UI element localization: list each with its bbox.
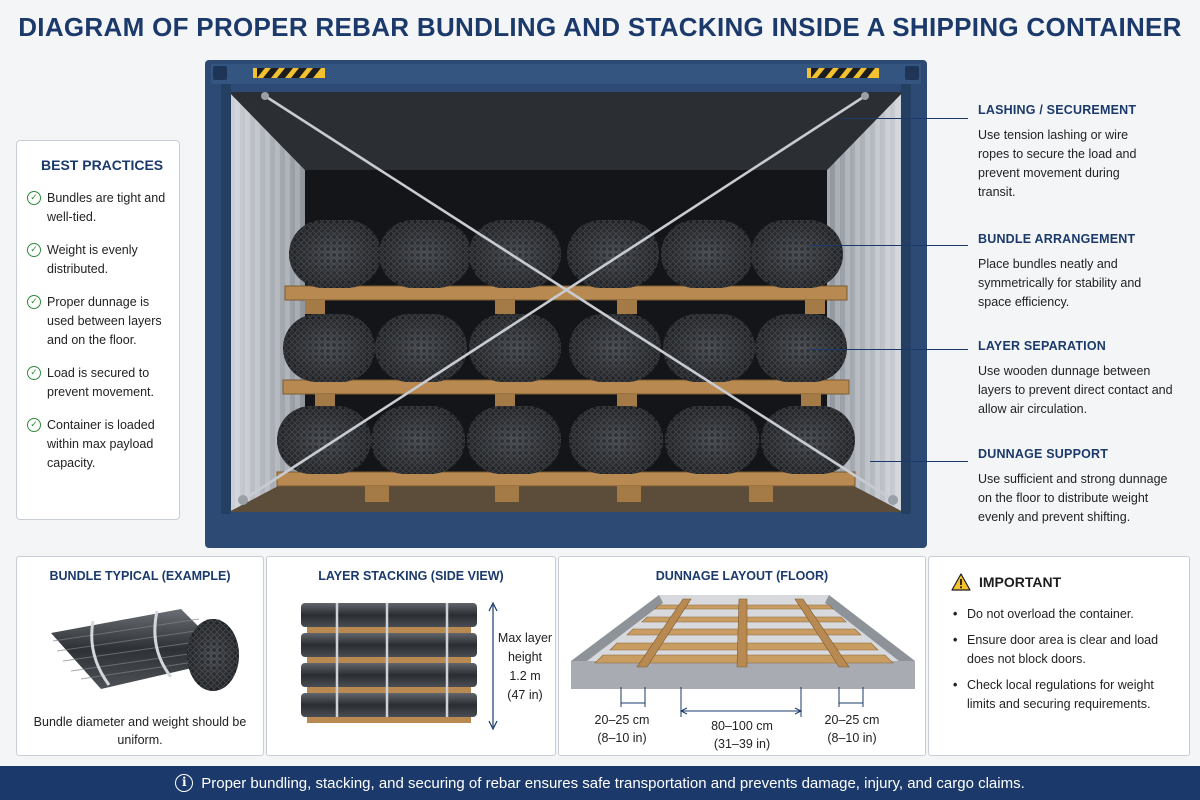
callout-bundle-arrangement: BUNDLE ARRANGEMENT Place bundles neatly … — [978, 232, 1142, 309]
best-practice-item: ✓Bundles are tight and well-tied. — [27, 189, 171, 227]
callout-layer-separation: LAYER SEPARATION Use wooden dunnage betw… — [978, 339, 1173, 416]
dimension-edge-left: 20–25 cm (8–10 in) — [594, 713, 650, 745]
panel-layer-stacking: LAYER STACKING (SIDE VIEW) Max layer hei… — [266, 556, 556, 756]
best-practice-item: ✓Proper dunnage is used between layers a… — [27, 293, 171, 350]
callout-dunnage-support: DUNNAGE SUPPORT Use sufficient and stron… — [978, 447, 1168, 524]
panel-bundle-typical: BUNDLE TYPICAL (EXAMPLE) Bundle diameter… — [16, 556, 264, 756]
container-illustration — [205, 60, 927, 548]
bundle-layer-middle — [282, 314, 850, 408]
best-practices-title: BEST PRACTICES — [41, 157, 164, 173]
dimension-edge-right: 20–25 cm (8–10 in) — [824, 713, 880, 745]
leader-line — [810, 245, 968, 246]
panel-important: IMPORTANT •Do not overload the container… — [928, 556, 1190, 756]
callout-lashing: LASHING / SECUREMENT Use tension lashing… — [978, 103, 1137, 199]
lashing-cables — [242, 94, 894, 502]
bundle-layer-bottom — [276, 406, 856, 502]
best-practices-panel: BEST PRACTICES ✓Bundles are tight and we… — [16, 140, 180, 520]
check-icon: ✓ — [27, 418, 41, 432]
check-icon: ✓ — [27, 191, 41, 205]
leader-line — [870, 461, 968, 462]
hazard-stripe — [253, 68, 325, 78]
footer-text: Proper bundling, stacking, and securing … — [201, 774, 1025, 792]
leader-line — [840, 118, 968, 119]
dimension-spacing: 80–100 cm (31–39 in) — [711, 719, 773, 751]
panel-dunnage-layout: DUNNAGE LAYOUT (FLOOR) 20– — [558, 556, 926, 756]
hazard-stripe — [807, 68, 879, 78]
best-practice-item: ✓Container is loaded within max payload … — [27, 416, 171, 473]
best-practice-item: ✓Load is secured to prevent movement. — [27, 364, 171, 402]
footer-banner: i Proper bundling, stacking, and securin… — [0, 766, 1200, 800]
check-icon: ✓ — [27, 295, 41, 309]
best-practice-item: ✓Weight is evenly distributed. — [27, 241, 171, 279]
bundle-layer-top — [284, 220, 848, 314]
important-item: •Check local regulations for weight limi… — [953, 678, 1154, 711]
important-title: IMPORTANT — [979, 574, 1062, 590]
height-dimension-arrow — [488, 601, 498, 731]
dunnage-floor-illustration — [571, 595, 915, 689]
check-icon: ✓ — [27, 366, 41, 380]
check-icon: ✓ — [27, 243, 41, 257]
important-item: •Do not overload the container. — [953, 607, 1134, 621]
layer-stacking-illustration — [301, 603, 477, 723]
important-item: •Ensure door area is clear and load does… — [953, 633, 1159, 666]
leader-line — [810, 349, 968, 350]
bundle-caption: Bundle diameter and weight should be uni… — [33, 715, 247, 747]
page-title: DIAGRAM OF PROPER REBAR BUNDLING AND STA… — [18, 12, 1182, 42]
rebar-bundle-illustration — [51, 609, 239, 691]
info-icon: i — [175, 774, 194, 792]
warning-icon — [951, 573, 971, 591]
dunnage-dimension-lines — [620, 687, 864, 717]
max-height-label: Max layer height 1.2 m (47 in) — [497, 631, 553, 702]
